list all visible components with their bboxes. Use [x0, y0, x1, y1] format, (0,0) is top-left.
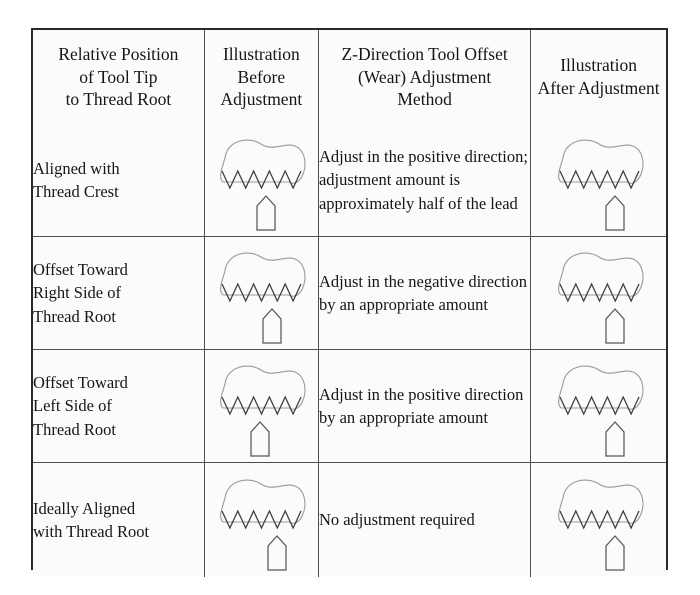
header-illustration-after: Illustration After Adjustment	[530, 30, 666, 124]
tool-tip-at-thread-root-aligned-diagram	[531, 239, 666, 347]
position-line: Aligned with	[33, 158, 120, 178]
tool-tip-at-thread-root-aligned-diagram	[531, 352, 666, 460]
table-row: Ideally Aligned with Thread Root No adjust…	[33, 462, 666, 577]
table-header-row: Relative Position of Tool Tip to Thread …	[33, 30, 666, 124]
position-line: Offset Toward	[33, 259, 128, 279]
position-line: with Thread Root	[33, 522, 150, 541]
cell-illustration-after	[530, 349, 666, 463]
header-line: Adjustment	[220, 89, 303, 110]
tool-tip-offset-right-of-root-diagram	[205, 239, 318, 347]
cell-relative-position: Ideally Aligned with Thread Root	[33, 462, 205, 577]
header-line: to Thread Root	[65, 89, 172, 110]
position-line: Right Side of	[33, 283, 122, 303]
cell-illustration-after	[530, 236, 666, 350]
header-line: Illustration	[560, 55, 638, 76]
tool-offset-table-frame: Relative Position of Tool Tip to Thread …	[31, 28, 668, 577]
header-line: Z-Direction Tool Offset	[341, 43, 508, 64]
tool-offset-adjustment-table: Relative Position of Tool Tip to Thread …	[33, 30, 666, 577]
cell-adjustment-method: Adjust in the positive direction; adjust…	[317, 124, 532, 237]
tool-tip-at-thread-root-aligned-diagram	[531, 466, 666, 574]
header-relative-position: Relative Position of Tool Tip to Thread …	[33, 30, 205, 124]
header-line: of Tool Tip	[79, 66, 158, 87]
tool-tip-ideally-aligned-root-diagram	[205, 466, 318, 574]
header-adjustment-method: Z-Direction Tool Offset (Wear) Adjustmen…	[317, 30, 532, 124]
cell-adjustment-method: Adjust in the positive direction by an a…	[317, 349, 532, 463]
cell-illustration-before	[203, 462, 319, 577]
header-line: Relative Position	[58, 43, 179, 64]
cell-illustration-before	[203, 236, 319, 350]
tool-tip-offset-left-of-root-diagram	[205, 352, 318, 460]
header-line: Before	[237, 66, 286, 87]
tool-tip-at-thread-crest-diagram	[205, 126, 318, 234]
cell-illustration-after	[530, 462, 666, 577]
cell-illustration-before	[203, 124, 319, 237]
header-illustration-before: Illustration Before Adjustment	[203, 30, 319, 124]
position-line: Offset Toward	[33, 372, 128, 392]
header-line: Method	[397, 89, 452, 110]
header-line: Illustration	[222, 43, 300, 64]
position-line: Ideally Aligned	[33, 498, 136, 518]
tool-tip-at-thread-root-aligned-diagram	[531, 126, 666, 234]
cell-adjustment-method: No adjustment required	[317, 462, 532, 577]
position-line: Thread Root	[33, 419, 116, 439]
cell-illustration-before	[203, 349, 319, 463]
position-line: Thread Crest	[33, 182, 119, 201]
cell-adjustment-method: Adjust in the negative direction by an a…	[317, 236, 532, 350]
header-line: After Adjustment	[537, 78, 660, 98]
cell-illustration-after	[530, 124, 666, 237]
header-line: (Wear) Adjustment	[357, 66, 492, 87]
position-line: Thread Root	[33, 306, 116, 326]
position-line: Left Side of	[33, 396, 112, 416]
